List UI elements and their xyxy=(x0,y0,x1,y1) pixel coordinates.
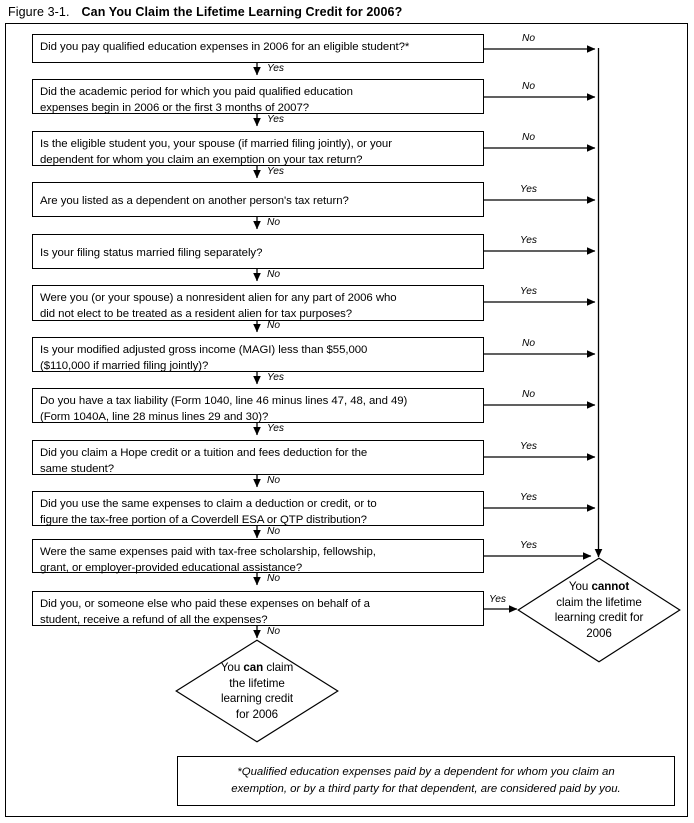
decision-box-q5[interactable]: Is your filing status married filing sep… xyxy=(32,234,484,269)
diamond-shape-can xyxy=(175,639,339,743)
box-line: Did you, or someone else who paid these … xyxy=(40,598,370,610)
down-label-q8: Yes xyxy=(267,423,284,434)
figure-caption: Figure 3-1. Can You Claim the Lifetime Le… xyxy=(8,3,668,21)
exit-label-q8: No xyxy=(522,389,536,400)
decision-box-q3[interactable]: Is the eligible student you, your spouse… xyxy=(32,131,484,166)
down-label-q6: No xyxy=(267,320,281,331)
outcome-line: for 2006 xyxy=(235,707,279,721)
box-line: Did you pay qualified education expenses… xyxy=(40,41,410,53)
down-label-q5: No xyxy=(267,269,281,280)
box-line: Is your filing status married filing sep… xyxy=(40,247,263,259)
outcome-cannot: You cannot claim the lifetime learning cre… xyxy=(517,557,681,663)
box-line: same student? xyxy=(40,463,115,475)
exit-label-q5: Yes xyxy=(520,235,537,246)
exit-label-q9: Yes xyxy=(520,441,537,452)
outcome-line: learning credit xyxy=(220,692,294,705)
exit-label-q4: Yes xyxy=(520,184,537,195)
down-label-q10: No xyxy=(267,526,281,537)
flowchart-frame: Did you pay qualified education expenses… xyxy=(5,23,688,817)
decision-box-q7[interactable]: Is your modified adjusted gross income (… xyxy=(32,337,484,372)
box-line: Were you (or your spouse) a nonresident … xyxy=(40,292,397,304)
decision-box-q6[interactable]: Were you (or your spouse) a nonresident … xyxy=(32,285,484,321)
footnote-line: exemption, or by a third party for that … xyxy=(231,783,621,795)
box-line: ($110,000 if married filing jointly)? xyxy=(40,360,209,372)
exit-label-q3: No xyxy=(522,132,536,143)
decision-box-q8[interactable]: Do you have a tax liability (Form 1040, … xyxy=(32,388,484,423)
outcome-line: claim the lifetime xyxy=(556,595,642,609)
box-line: Are you listed as a dependent on another… xyxy=(40,195,349,207)
figure-number: Figure 3-1. xyxy=(8,5,70,19)
box-line: expenses begin in 2006 or the first 3 mo… xyxy=(40,102,310,114)
diamond-shape-cannot xyxy=(517,557,681,663)
page-title: Can You Claim the Lifetime Learning Cred… xyxy=(81,5,403,19)
decision-box-q4[interactable]: Are you listed as a dependent on another… xyxy=(32,182,484,217)
down-label-q11: No xyxy=(267,573,281,584)
box-line: grant, or employer-provided educational … xyxy=(40,562,303,574)
decision-box-q11[interactable]: Were the same expenses paid with tax-fre… xyxy=(32,539,484,574)
box-line: student, receive a refund of all the exp… xyxy=(40,614,268,626)
outcome-line: 2006 xyxy=(586,626,612,640)
footnote-line: *Qualified education expenses paid by a … xyxy=(237,766,615,778)
outcome-can: You can claim the lifetime learning credit… xyxy=(175,639,339,743)
exit-label-q2: No xyxy=(522,81,536,92)
box-line: Is your modified adjusted gross income (… xyxy=(40,344,368,356)
outcome-can-text: You can claim the lifetime learning credit… xyxy=(175,660,339,722)
exit-label-q11: Yes xyxy=(520,540,537,551)
down-label-q3: Yes xyxy=(267,166,284,177)
exit-label-q12: Yes xyxy=(489,594,506,605)
decision-box-q2[interactable]: Did the academic period for which you pa… xyxy=(32,79,484,114)
down-label-q1: Yes xyxy=(267,63,284,74)
box-line: figure the tax-free portion of a Coverde… xyxy=(40,514,367,526)
box-line: did not elect to be treated as a residen… xyxy=(40,308,353,320)
outcome-line: You can claim xyxy=(220,661,294,674)
box-line: (Form 1040A, line 28 minus lines 29 and … xyxy=(40,411,269,423)
outcome-line: learning credit for xyxy=(554,611,644,624)
down-label-q12: No xyxy=(267,626,281,637)
exit-label-q1: No xyxy=(522,33,536,44)
exit-label-q7: No xyxy=(522,338,536,349)
box-line: Is the eligible student you, your spouse… xyxy=(40,138,392,150)
down-label-q4: No xyxy=(267,217,281,228)
decision-box-q9[interactable]: Did you claim a Hope credit or a tuition… xyxy=(32,440,484,475)
down-label-q9: No xyxy=(267,475,281,486)
box-line: Did the academic period for which you pa… xyxy=(40,86,353,98)
footnote-box: *Qualified education expenses paid by a … xyxy=(177,756,675,806)
decision-box-q1[interactable]: Did you pay qualified education expenses… xyxy=(32,34,484,63)
box-line: Do you have a tax liability (Form 1040, … xyxy=(40,395,408,407)
down-label-q2: Yes xyxy=(267,114,284,125)
box-line: Did you use the same expenses to claim a… xyxy=(40,498,377,510)
decision-box-q12[interactable]: Did you, or someone else who paid these … xyxy=(32,591,484,626)
decision-box-q10[interactable]: Did you use the same expenses to claim a… xyxy=(32,491,484,526)
outcome-cannot-text: You cannot claim the lifetime learning cre… xyxy=(517,579,681,641)
box-line: dependent for whom you claim an exemptio… xyxy=(40,154,363,166)
outcome-line: the lifetime xyxy=(229,676,285,690)
exit-label-q6: Yes xyxy=(520,286,537,297)
box-line: Did you claim a Hope credit or a tuition… xyxy=(40,447,368,459)
box-line: Were the same expenses paid with tax-fre… xyxy=(40,546,376,558)
outcome-line: You cannot xyxy=(568,580,630,593)
exit-label-q10: Yes xyxy=(520,492,537,503)
down-label-q7: Yes xyxy=(267,372,284,383)
